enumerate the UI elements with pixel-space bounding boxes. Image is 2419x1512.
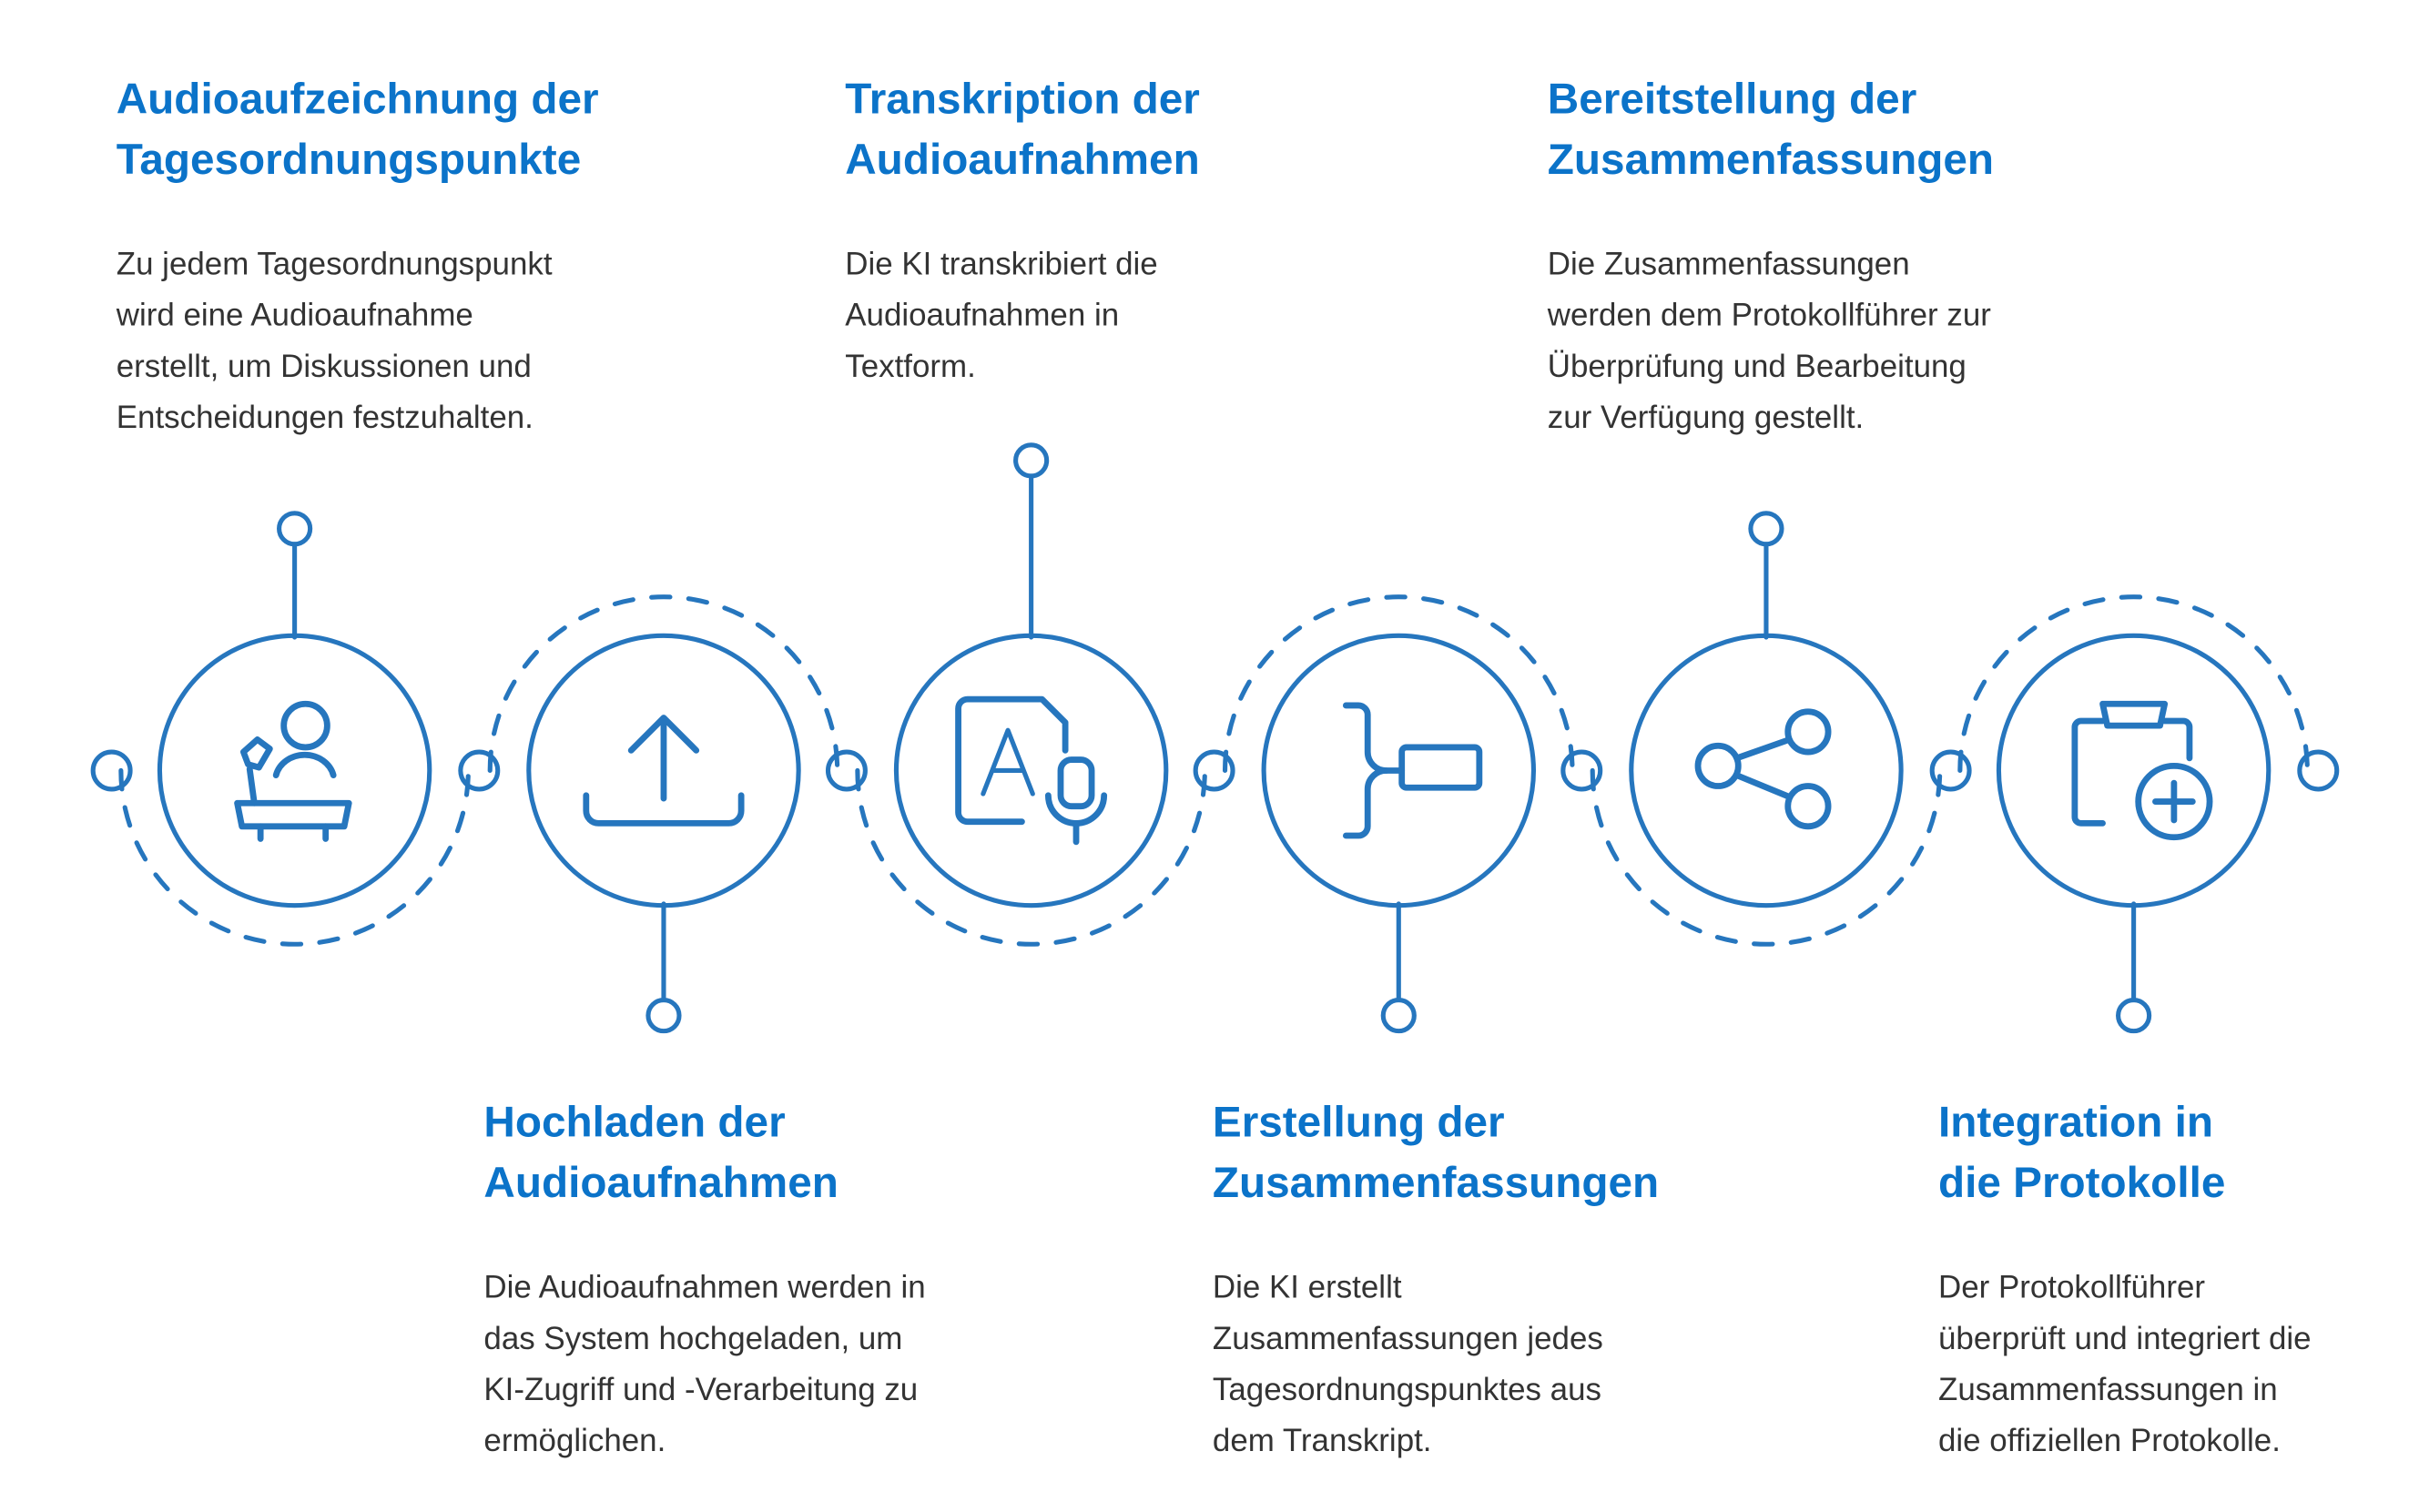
title-line: Tagesordnungspunkte [116,135,582,183]
step-description: Zu jedem Tagesordnungspunkt wird eine Aud… [117,238,675,443]
description-line: Der Protokollführer [1938,1269,2206,1306]
description-line: Zusammenfassungen jedes [1212,1321,1603,1357]
description-line: Entscheidungen festzuhalten. [116,400,534,436]
stems [277,442,2152,1034]
description-line: Die KI erstellt [1212,1269,1402,1306]
speech-to-text-icon [955,695,1108,846]
connector-nodes [90,749,2340,792]
description-line: KI-Zugriff und -Verarbeitung zu [483,1372,919,1408]
title-line: Erstellung der [1212,1097,1505,1146]
description-line: Tagesordnungspunktes aus [1212,1372,1601,1408]
description-line: Die Zusammenfassungen [1547,246,1910,282]
dashed-ring-1 [118,767,471,947]
step-6-text: Integration in die Protokolle Der Protoko… [1938,1091,2404,1466]
step-description: Der Protokollführer überprüft und integri… [1938,1262,2404,1466]
description-line: erstellt, um Diskussionen und [116,349,532,385]
description-line: Zusammenfassungen in [1938,1372,2278,1408]
dashed-ring-5 [1590,767,1943,947]
dashed-ring-3 [855,767,1207,947]
upload-icon [583,715,745,827]
title-line: die Protokolle [1938,1158,2226,1207]
description-line: zur Verfügung gestellt. [1547,400,1865,436]
description-line: Zu jedem Tagesordnungspunkt [116,246,553,282]
clipboard-add-icon [2071,700,2213,841]
title-line: Bereitstellung der [1547,74,1917,123]
share-icon [1694,708,1832,830]
description-line: wird eine Audioaufnahme [116,298,473,334]
step-description: Die Zusammenfassungen werden dem Protokol… [1548,238,2106,443]
description-line: das System hochgeladen, um [483,1321,903,1357]
description-line: die offiziellen Protokolle. [1938,1423,2281,1459]
description-line: Textform. [845,349,976,385]
summarize-bracket-icon [1342,702,1483,839]
step-circles [157,633,2272,908]
description-line: ermöglichen. [483,1423,666,1459]
dashed-ring-6 [1957,594,2310,774]
description-line: dem Transkript. [1212,1423,1432,1459]
title-line: Audioaufzeichnung der [116,74,599,123]
title-line: Integration in [1938,1097,2214,1146]
title-line: Audioaufnahmen [845,135,1200,183]
step-title: Integration in die Protokolle [1938,1091,2404,1213]
dashed-ring-2 [487,594,840,774]
step-description: Die Audioaufnahmen werden in das System h… [483,1262,1042,1466]
title-line: Transkription der [845,74,1200,123]
title-line: Audioaufnahmen [483,1158,839,1207]
description-line: Überprüfung und Bearbeitung [1547,349,1967,385]
description-line: Die Audioaufnahmen werden in [483,1269,926,1306]
title-line: Hochladen der [483,1097,786,1146]
title-line: Zusammenfassungen [1547,135,1995,183]
description-line: Audioaufnahmen in [845,298,1120,334]
dashed-ring-4 [1222,594,1575,774]
description-line: Die KI transkribiert die [845,246,1158,282]
description-line: überprüft und integriert die [1938,1321,2312,1357]
speaker-at-podium-icon [234,700,352,842]
title-line: Zusammenfassungen [1212,1158,1660,1207]
description-line: werden dem Protokollführer zur [1547,298,1991,334]
